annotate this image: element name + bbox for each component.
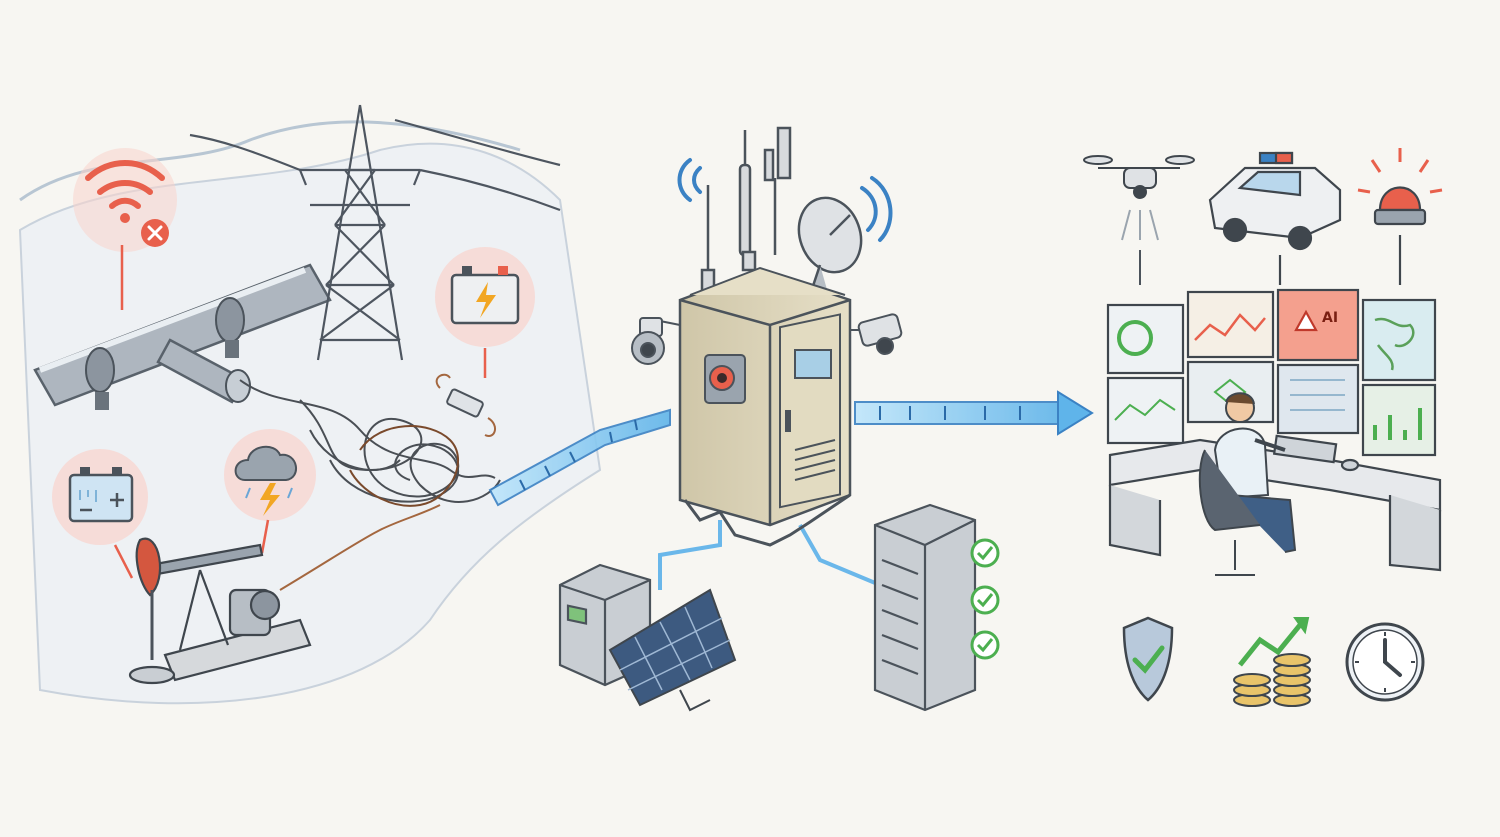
outgoing-data-arrow <box>854 390 1094 436</box>
wifi-off-alert <box>73 148 177 310</box>
battery-alert <box>435 247 535 378</box>
monitoring-center: AI <box>1083 148 1443 707</box>
shield-check-icon <box>1122 616 1174 702</box>
remote-field-site <box>18 104 602 705</box>
pipeline <box>33 263 332 410</box>
antenna-array <box>700 126 792 294</box>
battery-charging-icon <box>450 266 520 325</box>
incoming-data-conduit <box>488 408 671 507</box>
siren-icon <box>1357 148 1443 285</box>
field-sensor <box>435 373 496 437</box>
status-window <box>794 349 832 379</box>
storm-alert <box>224 429 316 554</box>
ai-alert-panel <box>1276 288 1360 362</box>
transmission-tower <box>189 104 561 361</box>
operator <box>1198 392 1297 576</box>
wifi-off-icon <box>85 160 165 209</box>
drone-icon <box>1083 155 1195 285</box>
wireless-signal-icon <box>677 158 893 242</box>
data-flow <box>488 390 1094 590</box>
dome-camera <box>631 317 681 365</box>
bullet-camera <box>850 313 903 355</box>
checkmark-icon <box>970 538 1000 660</box>
camera-module <box>704 354 746 404</box>
clock-icon <box>1345 622 1425 702</box>
edge-enclosure <box>558 126 1000 712</box>
tangled-cables <box>239 379 501 591</box>
oil-pumpjack <box>128 537 312 685</box>
solar-panel <box>608 588 737 712</box>
server-link <box>798 524 881 587</box>
storm-icon <box>234 445 297 516</box>
ai-panel-label: AI <box>1322 310 1338 326</box>
server-rack <box>873 503 977 712</box>
coins-growth-icon <box>1233 617 1311 707</box>
power-link <box>658 520 722 590</box>
battery-frozen-icon <box>68 467 134 523</box>
police-car-icon <box>1208 151 1342 285</box>
monitor-wall: AI <box>1106 288 1437 457</box>
battery-frozen-alert <box>52 449 148 579</box>
